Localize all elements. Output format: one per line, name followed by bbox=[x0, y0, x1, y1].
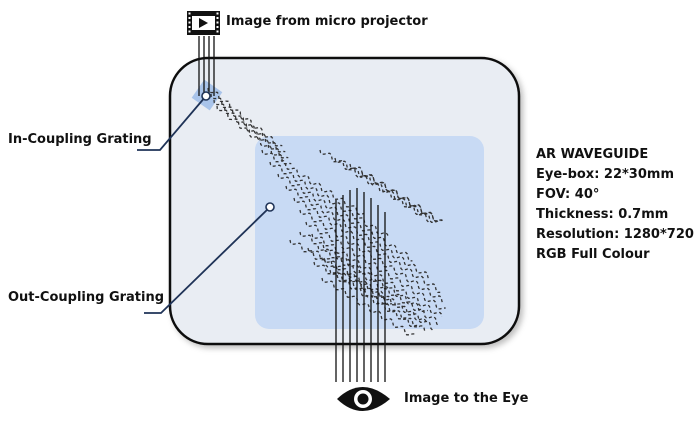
light-path bbox=[277, 173, 413, 262]
light-path bbox=[305, 221, 446, 310]
light-path bbox=[299, 231, 428, 313]
spec-fov: FOV: 40° bbox=[536, 187, 600, 202]
light-path bbox=[269, 161, 389, 238]
eye-label: Image to the Eye bbox=[404, 391, 529, 406]
in-coupling-leader bbox=[137, 91, 211, 151]
spec-resolution: Resolution: 1280*720 bbox=[536, 227, 694, 242]
projector-label: Image from micro projector bbox=[226, 14, 428, 29]
light-path bbox=[261, 149, 364, 215]
light-path bbox=[334, 157, 437, 223]
spec-eyebox: Eye-box: 22*30mm bbox=[536, 167, 674, 182]
light-path bbox=[313, 261, 421, 328]
light-path bbox=[329, 269, 426, 334]
spec-title: AR WAVEGUIDE bbox=[536, 147, 649, 162]
projector-beams bbox=[198, 36, 215, 96]
eye-icon bbox=[337, 387, 390, 411]
spec-colour: RGB Full Colour bbox=[536, 247, 650, 262]
output-beams bbox=[335, 188, 386, 382]
out-coupling-region bbox=[255, 136, 484, 329]
spec-thickness: Thickness: 0.7mm bbox=[536, 207, 669, 222]
light-path bbox=[311, 233, 443, 317]
light-path bbox=[307, 247, 427, 324]
film-icon bbox=[187, 11, 220, 35]
out-coupling-label: Out-Coupling Grating bbox=[8, 290, 165, 305]
spec-block: AR WAVEGUIDE Eye-box: 22*30mm FOV: 40° T… bbox=[536, 145, 694, 265]
out-coupling-leader bbox=[144, 202, 275, 314]
light-path bbox=[289, 239, 392, 305]
in-coupling-label: In-Coupling Grating bbox=[8, 132, 152, 147]
